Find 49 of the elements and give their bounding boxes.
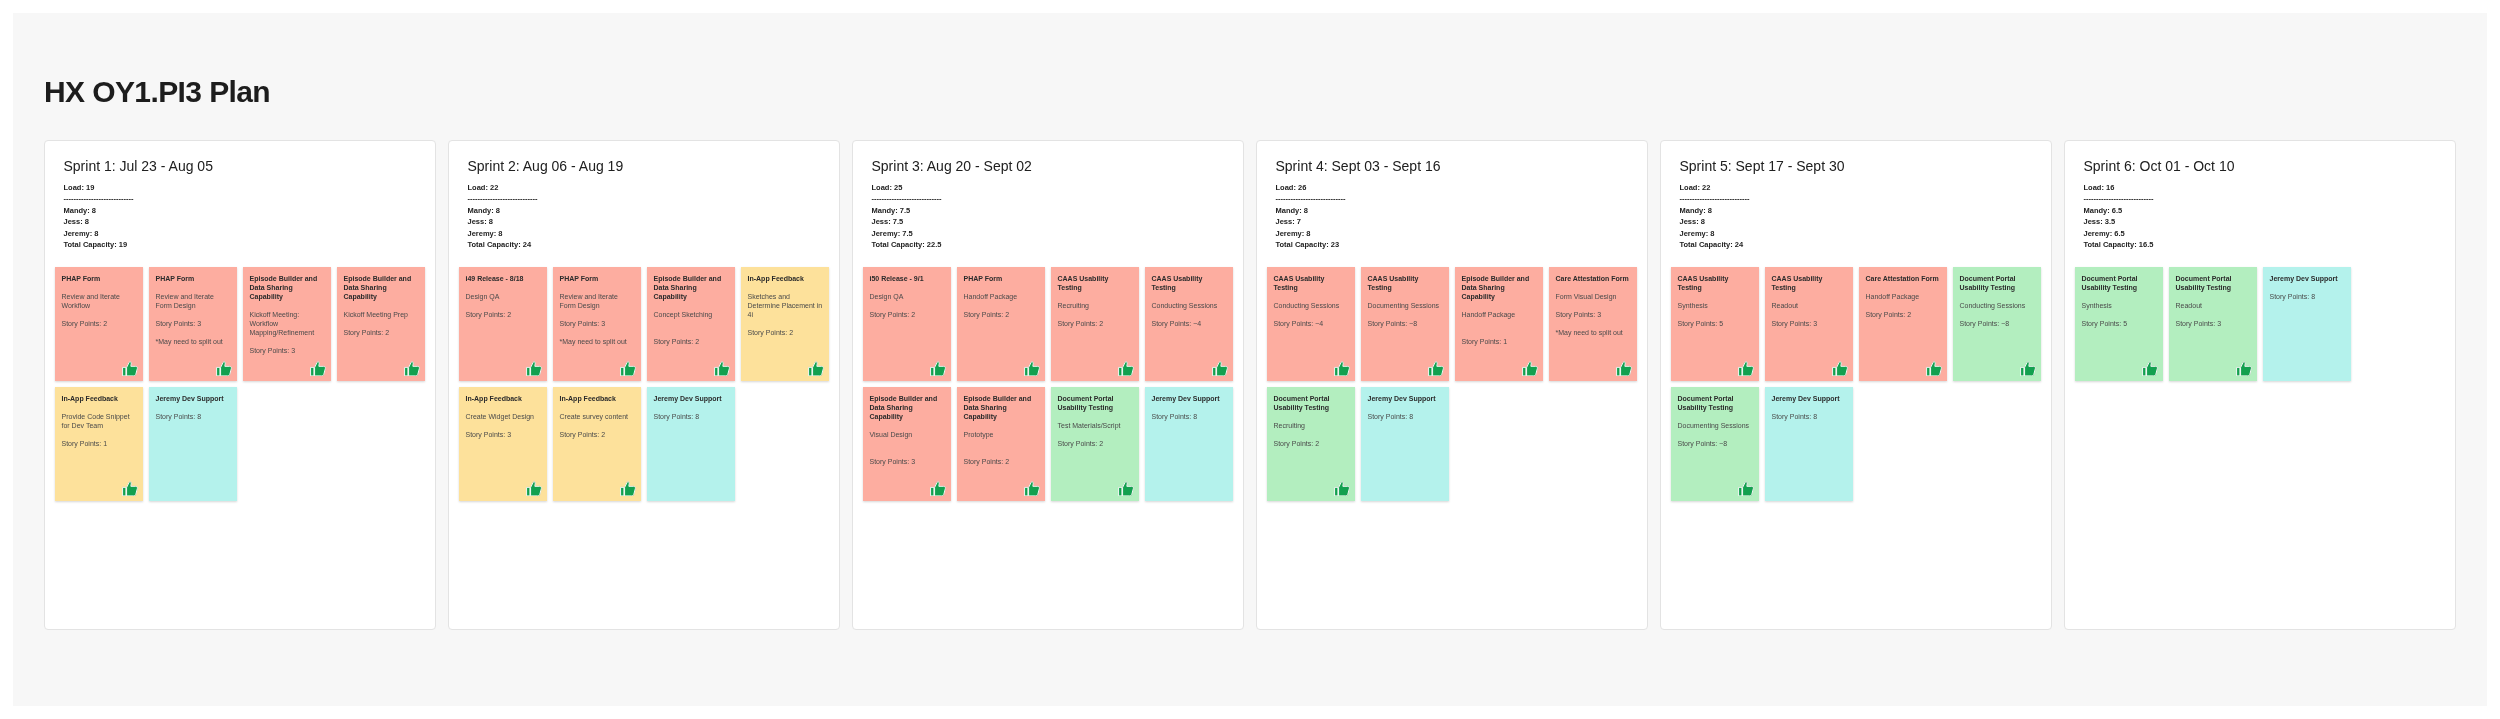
sticky-note <box>1361 387 1449 501</box>
sticky-note <box>2075 267 2163 381</box>
sticky-note <box>1267 267 1355 381</box>
sprint-panel <box>852 140 1244 630</box>
sprint-panel <box>1256 140 1648 630</box>
sticky-note <box>957 267 1045 381</box>
sprint-heading: Sprint 6: Oct 01 - Oct 10 <box>2083 158 2235 175</box>
sticky-note <box>1051 387 1139 501</box>
sprint-panel <box>2064 140 2456 630</box>
sprint-heading: Sprint 5: Sept 17 - Sept 30 <box>1679 158 1845 175</box>
sprint-heading: Sprint 1: Jul 23 - Aug 05 <box>63 158 213 175</box>
sprint-heading: Sprint 4: Sept 03 - Sept 16 <box>1275 158 1441 175</box>
sticky-note <box>1051 267 1139 381</box>
sticky-note <box>1549 267 1637 381</box>
sprint-heading: Sprint 2: Aug 06 - Aug 19 <box>467 158 624 175</box>
sticky-note <box>863 267 951 381</box>
sticky-note <box>647 387 735 501</box>
sticky-note <box>149 267 237 381</box>
sticky-note <box>1859 267 1947 381</box>
board-title: HX OY1.PI3 Plan <box>44 75 271 109</box>
sticky-note <box>55 267 143 381</box>
sticky-note <box>1145 267 1233 381</box>
sticky-note <box>1145 387 1233 501</box>
sticky-note <box>1765 387 1853 501</box>
sprint-heading: Sprint 3: Aug 20 - Sept 02 <box>871 158 1032 175</box>
sticky-note <box>1671 267 1759 381</box>
sticky-note <box>553 387 641 501</box>
sticky-note <box>863 387 951 501</box>
sticky-note <box>55 387 143 501</box>
sticky-note <box>553 267 641 381</box>
sticky-note <box>337 267 425 381</box>
sticky-note <box>1953 267 2041 381</box>
sprint-panel <box>1660 140 2052 630</box>
sticky-note <box>149 387 237 501</box>
sticky-note <box>243 267 331 381</box>
sticky-note <box>459 387 547 501</box>
sticky-note <box>1455 267 1543 381</box>
sticky-note <box>2169 267 2257 381</box>
sprint-panel <box>448 140 840 630</box>
sticky-note <box>741 267 829 381</box>
sticky-note <box>1671 387 1759 501</box>
sticky-note <box>1765 267 1853 381</box>
sticky-note <box>459 267 547 381</box>
sticky-note <box>1361 267 1449 381</box>
sprint-panel <box>44 140 436 630</box>
sticky-note <box>957 387 1045 501</box>
sticky-note <box>2263 267 2351 381</box>
sticky-note <box>647 267 735 381</box>
sticky-note <box>1267 387 1355 501</box>
